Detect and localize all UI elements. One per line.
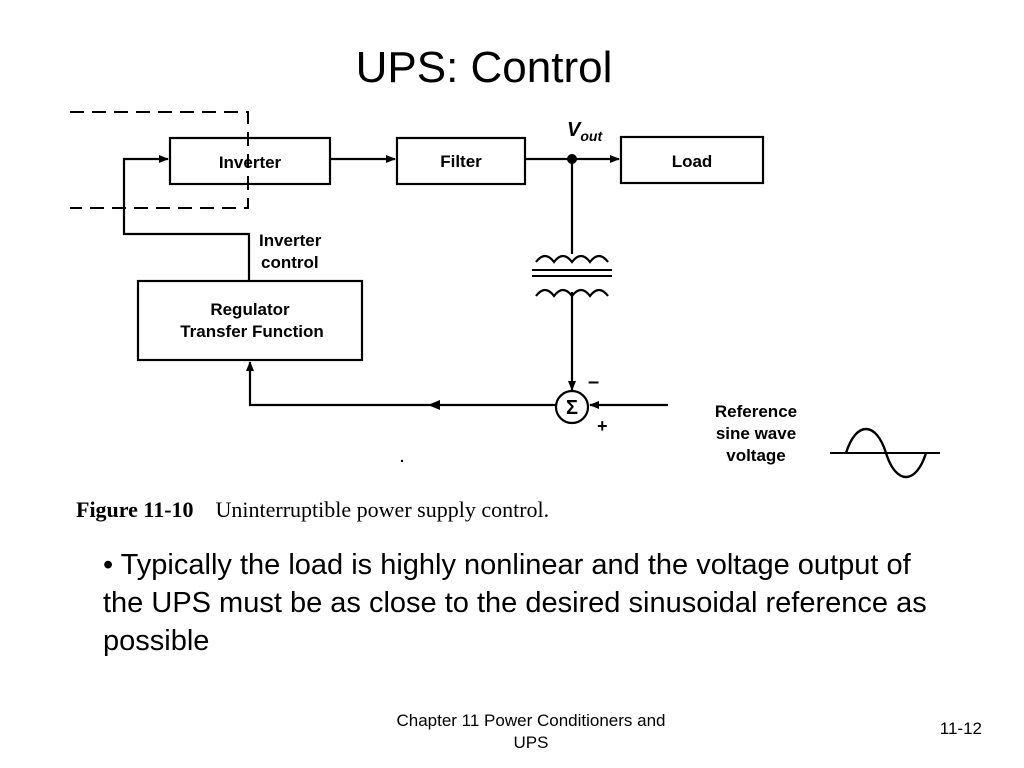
dashed-input-bracket xyxy=(70,111,249,209)
load-label: Load xyxy=(672,152,713,171)
plus-sign: + xyxy=(597,416,608,436)
feedback-midline-arrowhead xyxy=(428,400,440,410)
reference-label-line1: Reference xyxy=(715,402,797,421)
regulator-block xyxy=(136,279,364,362)
footer-chapter: Chapter 11 Power Conditioners and UPS xyxy=(396,711,666,752)
figure-caption-text: Uninterruptible power supply control. xyxy=(215,497,550,522)
inverter-control-label-line2: control xyxy=(261,253,319,272)
minus-sign: – xyxy=(588,371,599,393)
footer-slide-number: 11-12 xyxy=(939,719,982,738)
error-feedback-line xyxy=(246,361,556,407)
reference-sine-wave xyxy=(844,427,928,479)
inverter-label: Inverter xyxy=(219,153,282,172)
filter-label: Filter xyxy=(440,152,482,171)
reference-label-line2: sine wave xyxy=(716,424,796,443)
load-block xyxy=(619,135,765,185)
summing-junction xyxy=(554,389,590,425)
filter-block xyxy=(395,136,527,186)
regulator-label-line2: Transfer Function xyxy=(180,322,324,341)
inverter-control-label-line1: Inverter xyxy=(259,231,322,250)
vout-label: Vout xyxy=(567,119,603,144)
figure-caption-number: Figure 11-10 xyxy=(76,497,194,522)
inverter-block xyxy=(168,136,332,186)
regulator-label-line1: Regulator xyxy=(210,300,290,319)
stray-dot xyxy=(400,459,404,463)
reference-label-line3: voltage xyxy=(726,446,786,465)
bullet-text: • Typically the load is highly nonlinear… xyxy=(103,549,927,657)
slide-title: UPS: Control xyxy=(355,43,613,92)
figure-caption: Figure 11-10 Uninterruptible power supply… xyxy=(76,497,549,523)
summing-symbol: Σ xyxy=(566,397,578,419)
transformer-primary-coil xyxy=(535,254,609,264)
inverter-control-line xyxy=(122,155,251,281)
